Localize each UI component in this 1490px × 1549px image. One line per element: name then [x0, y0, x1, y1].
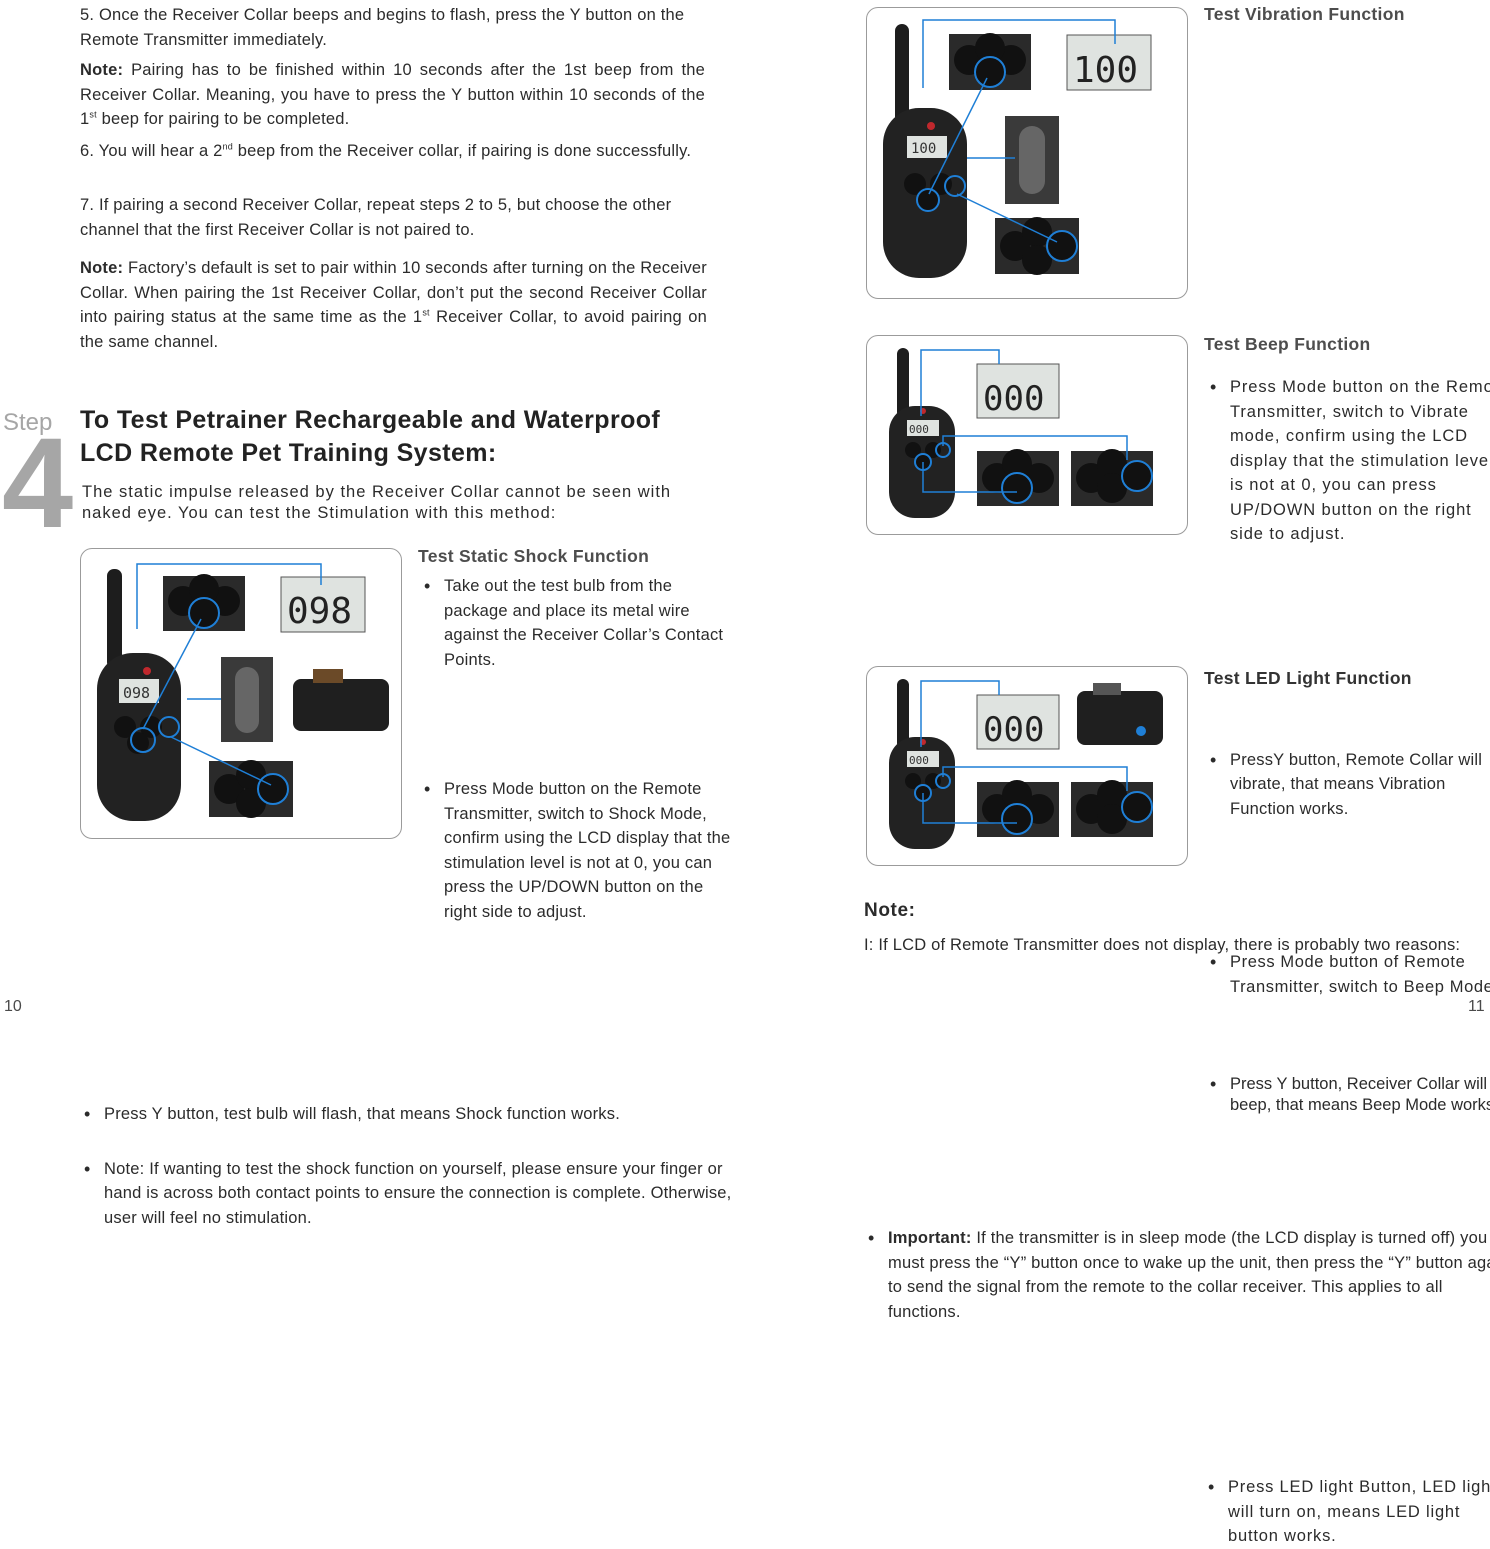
page-number-left: 10: [4, 998, 22, 1015]
lcd-small-value: 098: [123, 684, 150, 702]
lcd-small-value: 000: [909, 423, 929, 436]
step-5-text: 5. Once the Receiver Collar beeps and be…: [80, 6, 685, 49]
shock-result-bullet: Press Y button, test bulb will flash, th…: [82, 1102, 744, 1127]
note-title: Note:: [864, 900, 916, 921]
led-title: Test LED Light Function: [1204, 668, 1412, 688]
vibration-test-figure: 100 100: [866, 7, 1188, 299]
lcd-value: 000: [983, 379, 1044, 419]
beep-title: Test Beep Function: [1204, 334, 1371, 354]
led-test-figure: 000 000: [866, 666, 1188, 866]
note-text: I: If LCD of Remote Transmitter does not…: [864, 936, 1461, 954]
shock-bullet-2: Press Mode button on the Remote Transmit…: [422, 777, 732, 924]
step-label: Step: [3, 409, 53, 436]
lcd-value: 098: [287, 591, 352, 632]
shock-title: Test Static Shock Function: [418, 546, 650, 566]
default-pairing-note: Note: Factory’s default is set to pair w…: [80, 259, 708, 351]
important-note: Important: If the transmitter is in slee…: [866, 1226, 1490, 1324]
vibration-title: Test Vibration Function: [1204, 4, 1405, 24]
step-number: 4: [2, 412, 74, 555]
page-number-right: 11: [1468, 998, 1485, 1015]
lcd-value: 100: [1073, 50, 1138, 91]
step-7-text: 7. If pairing a second Receiver Collar, …: [80, 196, 672, 239]
lcd-value: 000: [983, 710, 1044, 750]
vibration-bullet-2: PressY button, Remote Collar will vibrat…: [1208, 748, 1490, 822]
lcd-small-value: 000: [909, 754, 929, 767]
remote-transmitter-icon: 100 100: [883, 19, 1152, 278]
vibration-bullet-1: Press Mode button on the Remote Transmit…: [1208, 375, 1490, 547]
intro-text: The static impulse released by the Recei…: [82, 483, 672, 522]
shock-self-test-note: Note: If wanting to test the shock funct…: [82, 1157, 734, 1231]
remote-transmitter-icon: 000 000: [889, 679, 1163, 849]
pairing-note: Note: Pairing has to be finished within …: [80, 61, 705, 128]
remote-transmitter-icon: 098 098: [97, 563, 389, 821]
step-6-text: 6. You will hear a 2nd beep from the Rec…: [80, 141, 692, 160]
beep-test-figure: 000 000: [866, 335, 1188, 535]
led-bullet-1: Press LED light Button, LED light will t…: [1206, 1475, 1490, 1549]
remote-transmitter-icon: 000 000: [889, 348, 1153, 518]
beep-bullet-1: Press Mode button of Remote Transmitter,…: [1208, 950, 1490, 999]
lcd-small-value: 100: [911, 141, 936, 157]
shock-bullet-1: Take out the test bulb from the package …: [422, 574, 732, 672]
shock-test-figure: 098 098: [80, 548, 402, 839]
beep-bullet-2: Press Y button, Receiver Collar will bee…: [1208, 1074, 1490, 1115]
note-label: Note:: [80, 61, 124, 79]
section-heading: To Test Petrainer Rechargeable and Water…: [80, 406, 661, 467]
